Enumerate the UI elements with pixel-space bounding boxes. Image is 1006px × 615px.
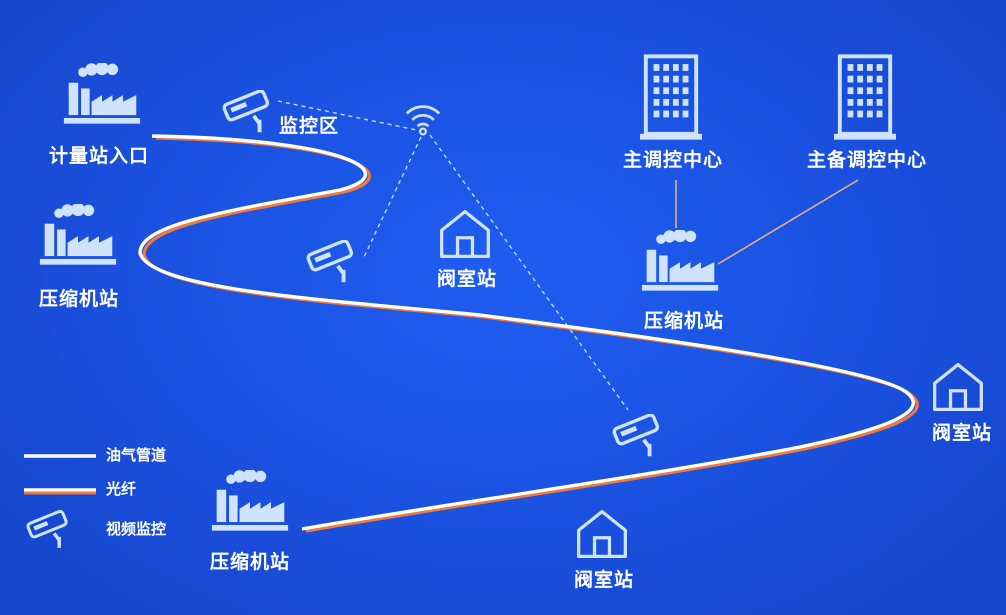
camera-icon (222, 90, 271, 134)
house-icon (439, 209, 491, 259)
label-monitor-area: 监控区 (279, 115, 340, 137)
building-icon (834, 54, 896, 142)
label-compressor-1: 压缩机站 (38, 288, 120, 310)
link-wifi-camera-3 (429, 134, 629, 411)
wireless-links (277, 100, 629, 411)
building-icon (640, 54, 702, 142)
legend-label-pipeline: 油气管道 (106, 446, 167, 464)
camera-icon (612, 414, 661, 458)
legend-label-video: 视频监控 (106, 520, 167, 538)
house-icon (932, 362, 984, 412)
factory-icon (641, 230, 719, 291)
house-icon (576, 509, 628, 559)
label-backup-control: 主备调控中心 (806, 149, 928, 171)
label-metering-entrance: 计量站入口 (48, 145, 150, 167)
link-monitor-area-wifi (277, 100, 422, 132)
label-compressor-3: 压缩机站 (643, 310, 725, 332)
label-valve-1: 阀室站 (436, 268, 498, 290)
link-backup-control (717, 179, 859, 265)
label-valve-3: 阀室站 (573, 569, 635, 591)
pipeline-line (138, 134, 915, 531)
legend-label-fiber: 光纤 (106, 480, 137, 498)
camera-icon (306, 240, 355, 284)
label-main-control: 主调控中心 (622, 149, 724, 171)
control-links (675, 179, 859, 265)
link-wifi-camera-2 (363, 136, 422, 258)
factory-icon (39, 204, 117, 265)
factory-icon (211, 470, 289, 531)
label-compressor-2: 压缩机站 (209, 551, 291, 573)
label-valve-2: 阀室站 (931, 422, 993, 444)
wifi-icon (405, 105, 441, 136)
camera-icon (26, 510, 69, 550)
factory-icon (63, 63, 141, 124)
